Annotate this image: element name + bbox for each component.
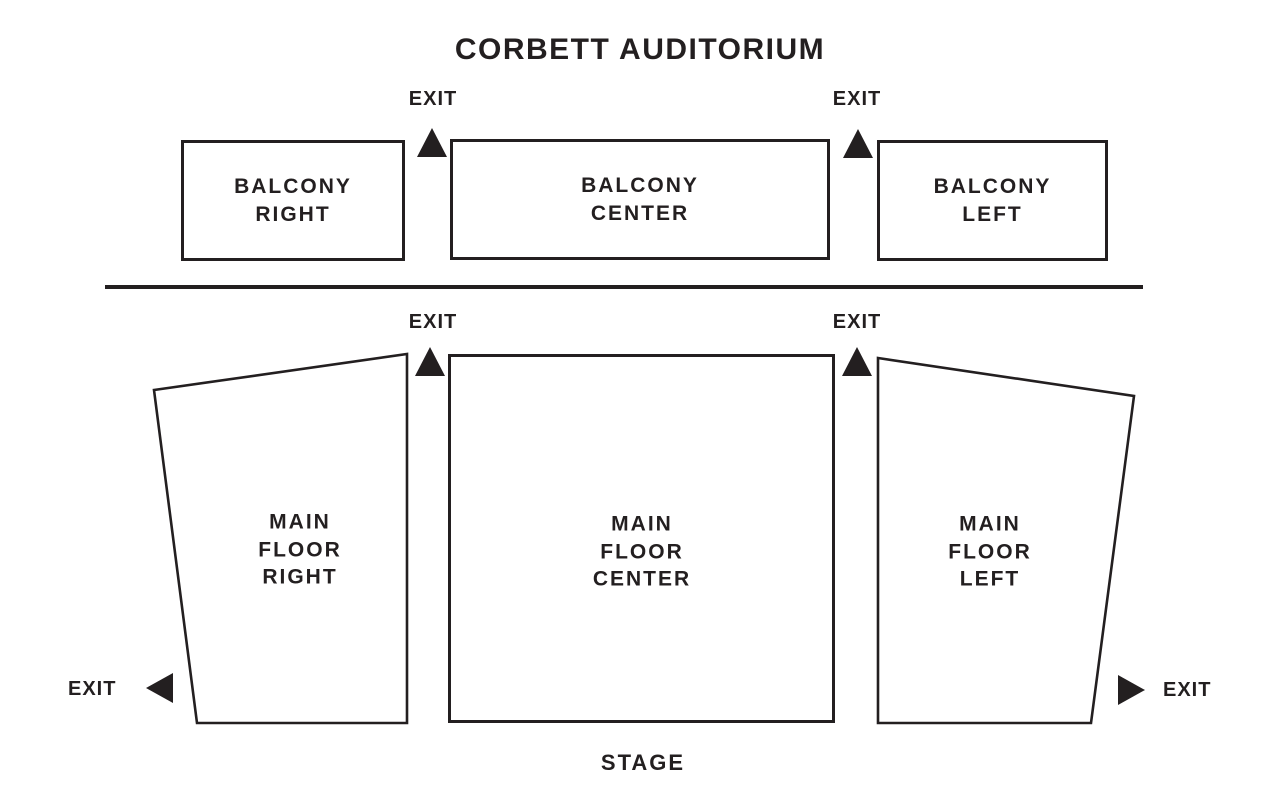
- stage-label: STAGE: [600, 750, 686, 775]
- up-arrow-icon: [842, 347, 872, 376]
- left-arrow-icon: [146, 673, 173, 703]
- right-arrow-icon: [1118, 675, 1145, 705]
- exit-label-main-side-right: EXIT: [1163, 679, 1212, 701]
- section-label: BALCONY CENTER: [581, 173, 699, 225]
- up-arrow-icon: [415, 347, 445, 376]
- up-arrow-icon: [417, 128, 447, 157]
- exit-label-balcony-right-aisle: EXIT: [832, 88, 882, 110]
- level-divider-line: [105, 285, 1143, 289]
- exit-label-main-left-aisle: EXIT: [408, 311, 458, 333]
- section-main-floor-center: [448, 354, 835, 723]
- section-balcony-left: BALCONY LEFT: [877, 140, 1108, 261]
- section-balcony-center: BALCONY CENTER: [450, 139, 830, 260]
- exit-label-main-side-left: EXIT: [68, 678, 117, 700]
- section-main-floor-right-shape: [152, 352, 409, 725]
- section-label: BALCONY LEFT: [933, 174, 1052, 226]
- section-label: MAIN FLOOR LEFT: [948, 512, 1032, 591]
- section-label: MAIN FLOOR CENTER: [592, 512, 692, 591]
- section-main-floor-left-shape: [876, 356, 1136, 725]
- section-label: MAIN FLOOR RIGHT: [258, 510, 342, 589]
- section-label: BALCONY RIGHT: [234, 174, 352, 226]
- up-arrow-icon: [843, 129, 873, 158]
- exit-label-main-right-aisle: EXIT: [832, 311, 882, 333]
- exit-label-balcony-left-aisle: EXIT: [408, 88, 458, 110]
- page-title: CORBETT AUDITORIUM: [454, 33, 826, 66]
- section-balcony-right: BALCONY RIGHT: [181, 140, 405, 261]
